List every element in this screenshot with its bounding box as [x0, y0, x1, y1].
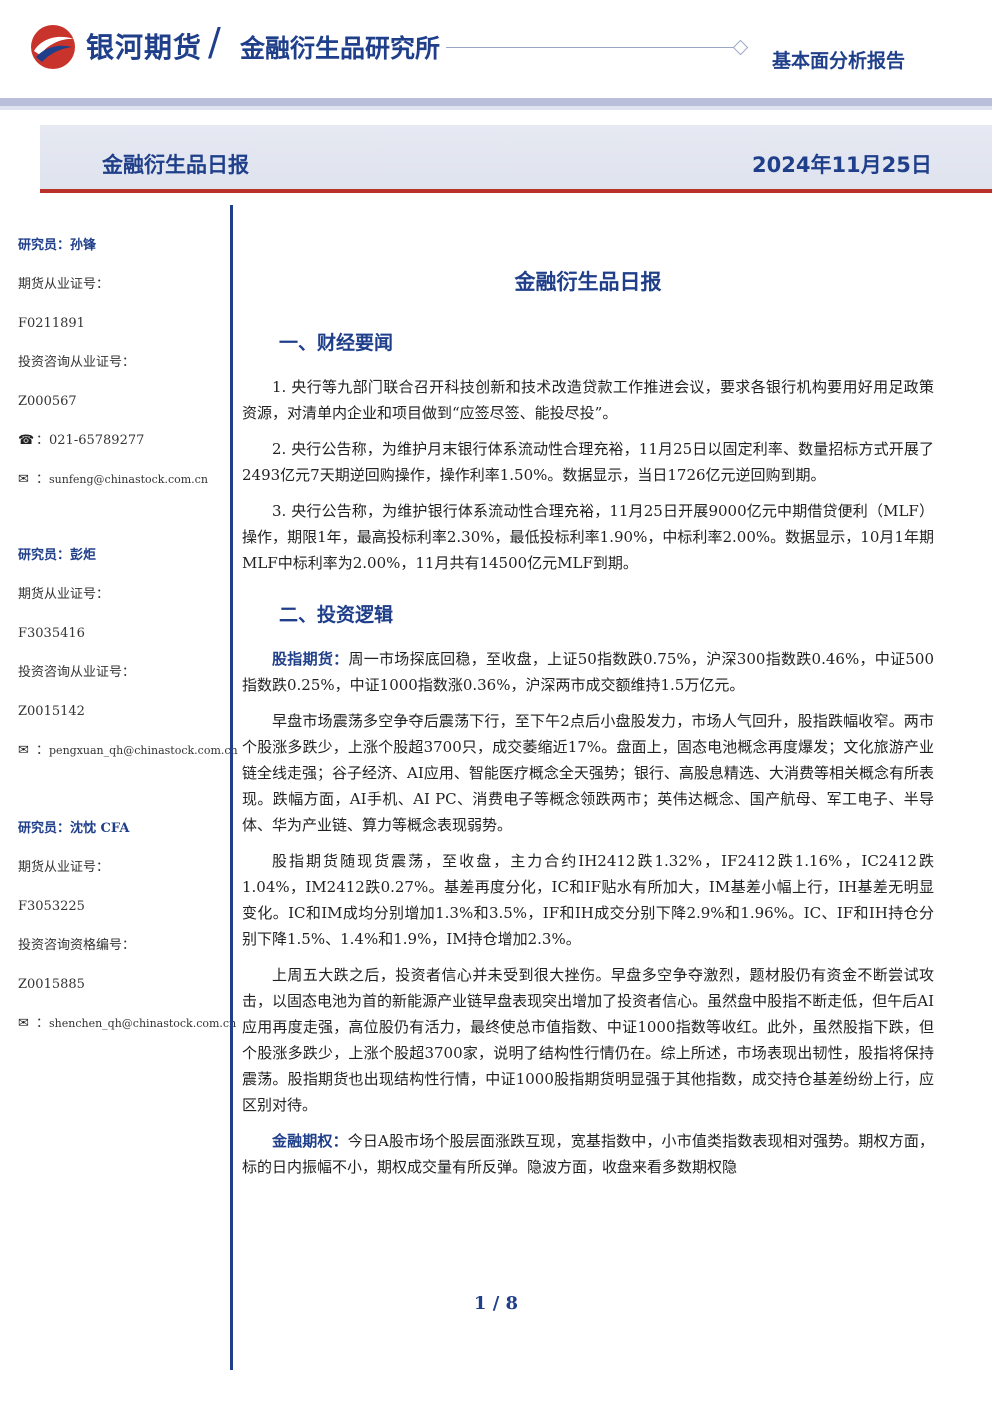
header-rule — [446, 47, 736, 48]
cert-value: F0211891 — [18, 316, 85, 331]
section-heading-logic: 二、投资逻辑 — [279, 604, 394, 626]
cert-label: 期货从业证号： — [18, 860, 110, 875]
researcher-name: 研究员：沈忱 CFA — [18, 821, 130, 836]
paragraph-text: 今日A股市场个股层面涨跌互现，宽基指数中，小市值类指数表现相对强势。期权方面，标… — [242, 1132, 934, 1176]
email-row[interactable]: ✉：sunfeng@chinastock.com.cn — [18, 460, 230, 499]
researcher-card: 研究员：沈忱 CFA 期货从业证号： F3053225 投资咨询资格编号： Z0… — [18, 809, 236, 1043]
institute-name: 金融衍生品研究所 — [240, 34, 441, 63]
cert-value: F3053225 — [18, 899, 85, 914]
researcher-card: 研究员：彭炬 期货从业证号： F3035416 投资咨询从业证号： Z00151… — [18, 536, 238, 770]
report-name: 金融衍生品日报 — [102, 153, 249, 177]
email-row[interactable]: ✉：pengxuan_qh@chinastock.com.cn — [18, 731, 238, 770]
paragraph: 早盘市场震荡多空争夺后震荡下行，至下午2点后小盘股发力，市场人气回升，股指跌幅收… — [242, 712, 934, 834]
report-type: 基本面分析报告 — [772, 50, 906, 72]
page-number: 1 / 8 — [473, 1293, 519, 1314]
advisor-value: Z0015885 — [18, 977, 85, 992]
phone-row: ☎：021-65789277 — [18, 421, 230, 460]
paragraph: 上周五大跌之后，投资者信心并未受到很大挫伤。早盘多空争夺激烈，题材股仍有资金不断… — [242, 966, 934, 1114]
report-date: 2024年11月25日 — [752, 153, 932, 177]
paragraph-options: 金融期权：今日A股市场个股层面涨跌互现，宽基指数中，小市值类指数表现相对强势。期… — [242, 1128, 934, 1180]
lead-options: 金融期权： — [272, 1132, 348, 1150]
diamond-icon — [732, 39, 749, 56]
paragraph: 股指期货随现货震荡，至收盘，主力合约IH2412跌1.32%，IF2412跌1.… — [242, 852, 934, 948]
news-item: 1. 央行等九部门联合召开科技创新和技术改造贷款工作推进会议，要求各银行机构要用… — [242, 378, 934, 422]
header-band — [0, 98, 992, 106]
header-slash: / — [208, 20, 221, 64]
advisor-value: Z000567 — [18, 394, 77, 409]
news-item: 2. 央行公告称，为维护月末银行体系流动性合理充裕，11月25日以固定利率、数量… — [242, 440, 934, 484]
mail-icon: ✉ — [18, 1016, 29, 1031]
email-link[interactable]: pengxuan_qh@chinastock.com.cn — [49, 744, 238, 757]
advisor-label: 投资咨询资格编号： — [18, 938, 136, 953]
researcher-card: 研究员：孙锋 期货从业证号： F0211891 投资咨询从业证号： Z00056… — [18, 226, 230, 499]
researcher-name: 研究员：孙锋 — [18, 238, 97, 253]
phone-number: 021-65789277 — [49, 433, 145, 448]
document-title: 金融衍生品日报 — [514, 270, 662, 294]
researcher-sidebar: 研究员：孙锋 期货从业证号： F0211891 投资咨询从业证号： Z00056… — [18, 226, 238, 1043]
cert-label: 期货从业证号： — [18, 277, 110, 292]
mail-icon: ✉ — [18, 743, 29, 758]
email-link[interactable]: shenchen_qh@chinastock.com.cn — [49, 1017, 237, 1030]
advisor-label: 投资咨询从业证号： — [18, 665, 136, 680]
title-bar — [40, 125, 992, 190]
mail-icon: ✉ — [18, 472, 29, 487]
main-content: 金融衍生品日报 一、财经要闻 1. 央行等九部门联合召开科技创新和技术改造贷款工… — [242, 262, 934, 1190]
advisor-label: 投资咨询从业证号： — [18, 355, 136, 370]
header-band-light — [0, 106, 992, 110]
vertical-divider — [230, 205, 233, 1370]
title-bar-rule — [40, 189, 992, 193]
paragraph-text: 周一市场探底回稳，至收盘，上证50指数跌0.75%，沪深300指数跌0.46%，… — [242, 650, 934, 694]
news-item: 3. 央行公告称，为维护银行体系流动性合理充裕，11月25日开展9000亿元中期… — [242, 502, 934, 572]
cert-value: F3035416 — [18, 626, 85, 641]
researcher-name: 研究员：彭炬 — [18, 548, 97, 563]
email-row[interactable]: ✉：shenchen_qh@chinastock.com.cn — [18, 1004, 236, 1043]
phone-icon: ☎ — [18, 433, 35, 448]
page-header: 银河期货 / 金融衍生品研究所 基本面分析报告 — [0, 0, 992, 112]
brand-name: 银河期货 — [86, 31, 203, 64]
advisor-value: Z0015142 — [18, 704, 85, 719]
lead-index-futures: 股指期货： — [272, 650, 349, 668]
galaxy-logo-icon — [31, 25, 75, 69]
paragraph-index-futures: 股指期货：周一市场探底回稳，至收盘，上证50指数跌0.75%，沪深300指数跌0… — [242, 646, 934, 698]
cert-label: 期货从业证号： — [18, 587, 110, 602]
section-heading-news: 一、财经要闻 — [279, 332, 394, 354]
email-link[interactable]: sunfeng@chinastock.com.cn — [49, 473, 208, 486]
